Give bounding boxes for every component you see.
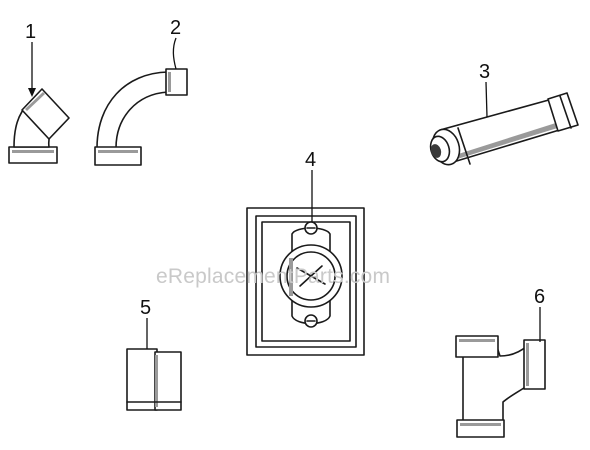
callout-1: 1 [25, 21, 36, 43]
callout-6: 6 [534, 286, 545, 308]
leader-2 [172, 37, 177, 70]
part-2-elbow-90 [94, 68, 188, 166]
part-3-inline-cylinder [429, 92, 579, 166]
callout-3: 3 [479, 61, 490, 83]
callout-4: 4 [305, 149, 316, 171]
callout-5: 5 [140, 297, 151, 319]
leader-lines [28, 37, 541, 349]
leader-1-arrowhead [28, 88, 36, 97]
part-6-tee [455, 335, 546, 438]
part-4-wall-inlet-plate [246, 207, 365, 356]
part-5-coupling [126, 348, 182, 411]
callout-2: 2 [170, 17, 181, 39]
part-1-elbow-45 [8, 88, 70, 164]
leader-3 [485, 81, 488, 118]
watermark-text: eReplacementParts.com [156, 265, 390, 288]
